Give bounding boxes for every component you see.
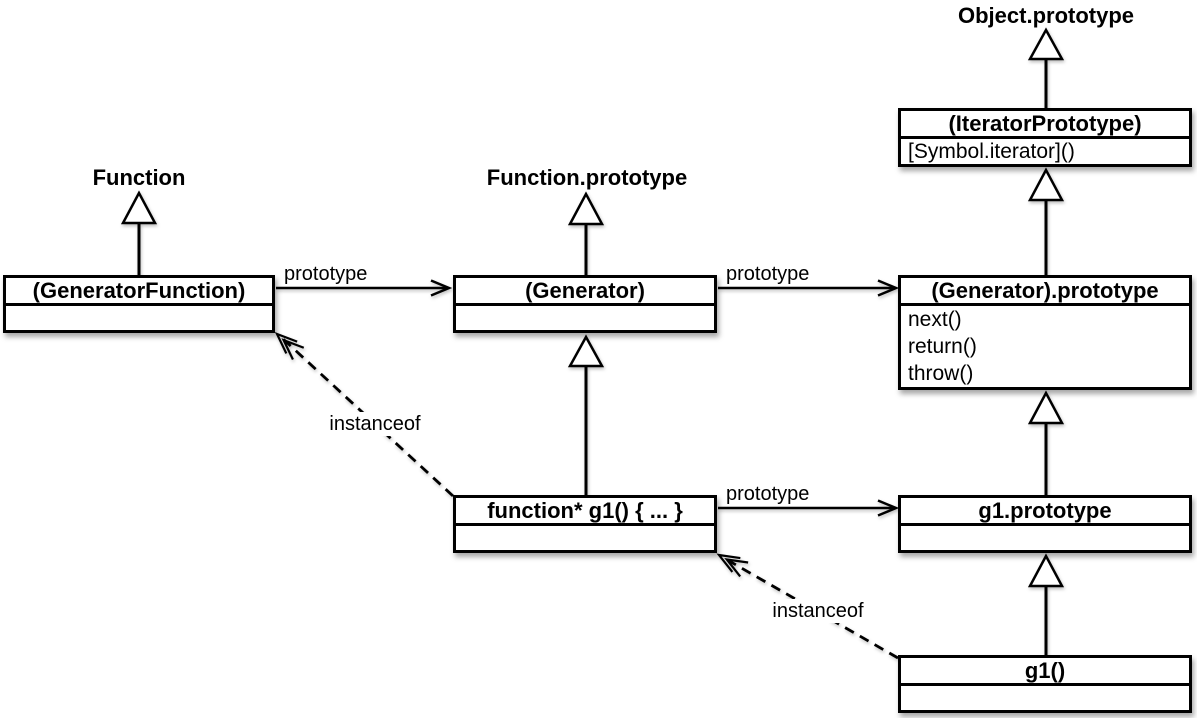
edge-label-instanceof-1: instanceof [323,412,427,436]
member-throw: throw() [908,362,974,385]
box-g1-function-members [456,526,714,550]
member-symbol-iterator: [Symbol.iterator]() [908,140,1075,163]
inheritance-arrow-generatorfunction-to-function [120,190,158,276]
label-function: Function [92,165,186,190]
box-g1-prototype-members [901,526,1189,550]
box-generator-title: (Generator) [456,278,714,306]
box-generator-function: (GeneratorFunction) [3,275,275,333]
edge-label-prototype-3: prototype [726,483,810,505]
box-g1-prototype: g1.prototype [898,495,1192,553]
box-generator-prototype-members: next() return() throw() [901,306,1189,387]
prototype-arrow-generator-to-generator-prototype [718,279,900,297]
member-return: return() [908,335,977,358]
box-iterator-prototype-title: (IteratorPrototype) [901,111,1189,139]
instanceof-arrow-g1call-to-g1fn [716,553,899,660]
box-g1-function: function* g1() { ... } [453,495,717,553]
inheritance-arrow-g1call-to-g1-prototype [1027,553,1065,656]
member-next: next() [908,308,962,331]
box-g1-prototype-title: g1.prototype [901,498,1189,526]
box-g1-call-members [901,686,1189,710]
inheritance-arrow-g1-prototype-to-generator-prototype [1027,390,1065,496]
edge-label-prototype-2: prototype [726,263,810,285]
box-generator-prototype-title: (Generator).prototype [901,278,1189,306]
inheritance-arrow-g1fn-to-generator [567,334,605,496]
inheritance-arrow-generator-prototype-to-iteratorprototype [1027,167,1065,276]
prototype-arrow-g1fn-to-g1-prototype [718,499,900,517]
edge-label-prototype-1: prototype [284,263,368,285]
box-generator-prototype: (Generator).prototype next() return() th… [898,275,1192,390]
inheritance-arrow-iteratorprototype-to-object-prototype [1027,27,1065,109]
label-function-prototype: Function.prototype [486,165,688,190]
inheritance-arrow-generator-to-function-prototype [567,191,605,276]
instanceof-arrow-g1fn-to-generatorfunction [274,331,454,498]
box-iterator-prototype-members: [Symbol.iterator]() [901,139,1189,164]
box-g1-function-title: function* g1() { ... } [456,498,714,526]
box-generator-members [456,306,714,330]
edge-label-instanceof-2: instanceof [766,599,870,623]
box-iterator-prototype: (IteratorPrototype) [Symbol.iterator]() [898,108,1192,167]
box-generator: (Generator) [453,275,717,333]
box-g1-call-title: g1() [901,658,1189,686]
box-generator-function-members [6,306,272,330]
box-generator-function-title: (GeneratorFunction) [6,278,272,306]
prototype-arrow-generatorfunction-to-generator [276,279,453,297]
label-object-prototype: Object.prototype [957,3,1135,28]
box-g1-call: g1() [898,655,1192,713]
